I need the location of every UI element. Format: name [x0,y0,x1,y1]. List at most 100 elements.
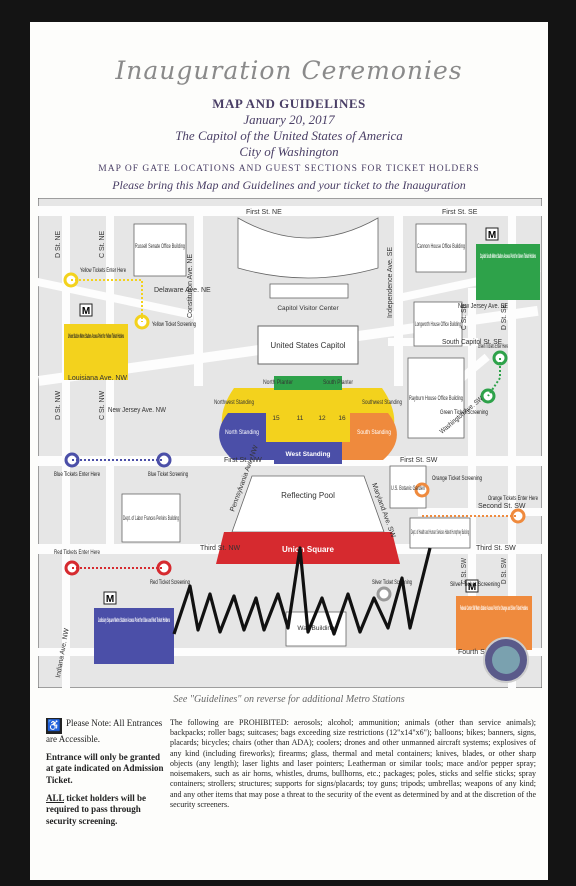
accessible-note: Please Note: All Entrances are Accessibl… [46,718,163,744]
metro-m-icon-capitol-south: M [488,230,496,241]
street-first-nw: First St. NW [224,457,262,464]
prohibited-items: The following are PROHIBITED: aerosols; … [170,718,536,809]
label-green-enter: Green Tickets Enter Here [478,343,508,350]
label-west-standing: West Standing [285,451,330,458]
label-federal-metro: Federal Center SW Metro Station Access P… [460,606,528,612]
street-const-ne: Constitution Ave. NE [187,254,194,318]
street-first-sw: First St. SW [400,457,438,464]
section-11: 11 [297,415,304,422]
street-third-nw: Third St. NW [200,545,240,552]
street-louisiana: Louisiana Ave. NW [68,375,127,382]
capitol-south-metro-box [476,244,540,300]
guidelines-note: See "Guidelines" on reverse for addition… [173,694,405,705]
label-red-enter: Red Tickets Enter Here [54,549,100,556]
center-seating [266,388,350,442]
label-silver-screen: Silver Ticket Screening [372,579,412,586]
capitol-line: The Capitol of the United States of Amer… [175,128,403,143]
street-third-sw: Third St. SW [476,545,516,552]
label-south-planter: South Planter [323,379,354,386]
street-indep: Independence Ave. SE [387,247,394,318]
label-russell: Russell Senate Office Building [135,243,185,250]
judiciary-metro-box [94,608,174,664]
hhs-building [409,517,471,549]
label-wall: Wall Building [297,625,335,632]
label-longworth: Longworth House Office Building [415,321,461,328]
street-c-ne: C St. NE [99,230,106,258]
label-labor: Dept. of Labor Frances Perkins Building [123,515,179,522]
metro-m-icon-judiciary: M [106,594,114,605]
capitol-area-map: M M M M First St. NE First St. SE Delawa… [38,198,542,688]
screening-note: ticket holders will be required to pass … [46,792,147,827]
union-station-metro-box [64,324,128,380]
label-blue-enter: Blue Tickets Enter Here [54,471,100,478]
labor-building [121,493,181,543]
label-botanic: U.S. Botanic Garden [391,485,425,492]
label-union-metro: Union Station Metro Station Access Point… [68,334,124,340]
west-standing-section [274,442,342,464]
reflecting-pool-area [231,475,385,533]
section-12: 12 [318,415,326,422]
wheelchair-icon: ♿ [46,718,62,734]
label-union-square: Union Square [282,545,335,554]
label-cannon: Cannon House Office Building [417,243,465,250]
red-screen-marker [156,560,172,576]
map-title: MAP AND GUIDELINES [212,96,366,111]
street-nj-se: New Jersey Ave. SE [458,303,508,310]
label-north-planter: North Planter [263,379,294,386]
label-sw-standing: Southwest Standing [362,399,402,406]
street-first-se: First St. SE [442,209,478,216]
label-nw-standing: Northwest Standing [214,399,254,406]
rayburn-building [407,357,465,439]
street-delaware: Delaware Ave. NE [154,287,211,294]
bring-instruction: Please bring this Map and Guidelines and… [112,178,466,192]
street-d-nw: D St. NW [55,390,62,420]
label-capitol-south-metro: Capitol South Metro Station Access Point… [480,254,536,260]
label-yellow-enter: Yellow Tickets Enter Here [80,267,126,274]
entrance-note: Entrance will only be granted at gate in… [46,751,164,786]
label-hhs: Dept. of Health and Human Services Huber… [411,529,469,536]
section-16: 16 [338,415,346,422]
label-capitol: United States Capitol [270,341,345,350]
street-d-se: D St. SE [501,304,508,330]
label-blue-screen: Blue Ticket Screening [148,471,188,478]
blue-screen-marker [156,452,172,468]
street-second-sw: Second St. SW [478,503,526,510]
street-d-ne: D St. NE [55,230,62,258]
orange-screen-marker [414,482,430,498]
street-south-capitol: South Capitol St. SE [442,339,502,346]
street-d-sw: D St. SW [501,558,508,584]
handwritten-signature [172,546,432,636]
section-15: 15 [272,415,280,422]
silver-screen-marker [376,586,392,602]
longworth-building [413,301,463,347]
label-red-screen: Red Ticket Screening [150,579,190,586]
street-first-ne: First St. NE [246,209,282,216]
platform-seating [274,376,342,390]
label-reflecting: Reflecting Pool [281,491,335,500]
label-visitor: Capitol Visitor Center [277,305,339,312]
label-rayburn: Rayburn House Office Building [409,395,463,402]
north-standing-section [219,413,274,460]
label-south-standing: South Standing [357,429,391,436]
all-word: ALL [46,792,65,803]
street-c-nw: C St. NW [99,390,106,420]
cannon-building [415,223,467,273]
south-standing-section [342,413,397,460]
orange-enter-marker [510,508,526,524]
map-subtitle: MAP OF GATE LOCATIONS AND GUEST SECTIONS… [98,164,480,174]
street-fourth-sw: Fourth St. SW [458,649,502,656]
left-info-block: ♿Please Note: All Entrances are Accessib… [46,718,164,834]
russell-building [133,223,187,277]
street-nj-nw: New Jersey Ave. NW [108,407,166,414]
union-square-area [216,532,400,564]
inauguration-map-card: Inauguration Ceremonies MAP AND GUIDELIN… [30,22,548,880]
street-c-se: C St. SE [461,304,468,330]
label-north-standing: North Standing [225,429,259,436]
street-c-sw: C St. SW [461,558,468,584]
script-title: Inauguration Ceremonies [115,56,463,85]
event-date: January 20, 2017 [243,112,335,127]
label-orange-screen: Orange Ticket Screening [432,475,482,482]
label-judiciary-metro: Judiciary Square Metro Station Access Po… [98,618,170,624]
metro-m-icon-federal: M [468,582,476,593]
label-green-screen: Green Ticket Screening [440,409,488,416]
